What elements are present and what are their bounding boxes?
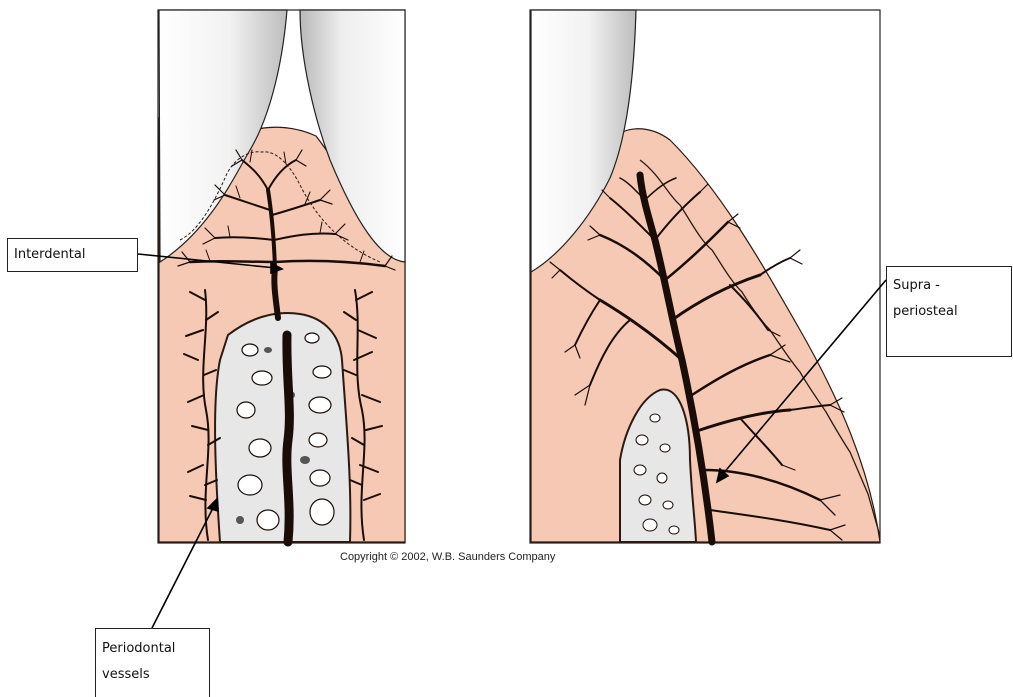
- periodontal-vessels-label: Periodontal vessels: [95, 628, 210, 697]
- interdental-text: Interdental: [14, 242, 131, 268]
- interdental-label: Interdental: [7, 238, 138, 272]
- supra-text-line2: periosteal: [893, 299, 1005, 325]
- supra-text-line1: Supra -: [893, 273, 1005, 299]
- right-panel: [530, 10, 880, 543]
- copyright-notice: Copyright © 2002, W.B. Saunders Company: [340, 551, 660, 563]
- supraperiosteal-label: Supra - periosteal: [886, 266, 1012, 357]
- left-panel: [158, 10, 405, 543]
- perio-text-line2: vessels: [102, 662, 203, 688]
- perio-text-line1: Periodontal: [102, 636, 203, 662]
